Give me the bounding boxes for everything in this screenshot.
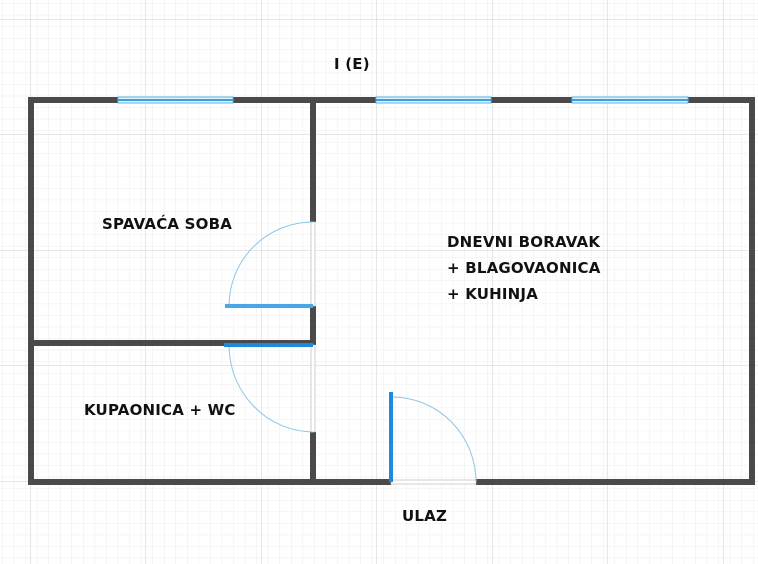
living-line-3: + KUHINJA: [447, 285, 539, 303]
room-label-bathroom: KUPAONICA + WC: [84, 401, 236, 419]
windows: [117, 96, 689, 104]
doors: [224, 221, 477, 485]
orientation-label: I (E): [334, 55, 370, 73]
room-label-bedroom: SPAVAĆA SOBA: [102, 215, 233, 233]
room-label-entrance: ULAZ: [402, 507, 448, 525]
door-swing-arc: [228, 221, 314, 307]
door-swing-arc: [392, 396, 477, 483]
room-label-living: DNEVNI BORAVAK + BLAGOVAONICA + KUHINJA: [447, 229, 601, 307]
door-swing-arc: [228, 344, 314, 433]
living-line-1: DNEVNI BORAVAK: [447, 233, 601, 251]
living-line-2: + BLAGOVAONICA: [447, 259, 601, 277]
